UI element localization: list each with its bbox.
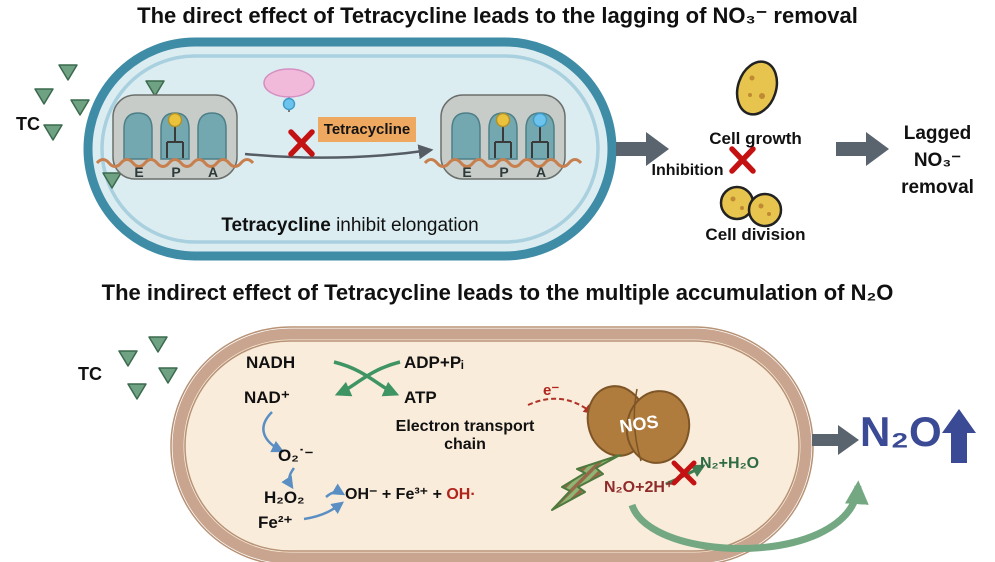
tetracycline-tag: Tetracycline — [318, 117, 416, 142]
tc-label-top: TC — [16, 114, 40, 134]
bottom-section-title: The indirect effect of Tetracycline lead… — [101, 280, 894, 305]
nos-enzyme — [586, 385, 691, 464]
ribosome-site-p: P — [499, 164, 509, 180]
h2o2-label: H₂O₂ — [264, 488, 305, 507]
nadh-label: NADH — [246, 353, 296, 372]
n2-h2o-label: N₂+H₂O — [700, 455, 760, 472]
ros-pathway-arrows — [262, 411, 346, 521]
tc-triangles-bottom — [118, 336, 178, 400]
coupled-reaction-arrows — [333, 360, 401, 397]
block-arrow-right-2 — [836, 132, 889, 166]
block-arrow-right-1 — [616, 132, 669, 166]
elongation-arrow — [244, 144, 434, 160]
n2o-escape-arrow — [628, 480, 869, 552]
nad-plus-label: NAD⁺ — [244, 388, 290, 407]
lagged-removal-label: Lagged NO₃⁻ removal — [880, 120, 995, 201]
p-site-trna-yellow — [495, 112, 511, 128]
inhibition-x-icon-n2o-reduction — [671, 460, 697, 486]
cell-growth-label: Cell growth — [709, 129, 802, 148]
ribosome-site-a: A — [207, 164, 219, 180]
caption-tetracycline: Tetracycline — [221, 215, 331, 236]
fenton-products-label: OH⁻ + Fe³⁺ + OH· — [345, 486, 476, 504]
inhibition-x-icon-elongation — [288, 129, 315, 157]
tc-triangles-top — [34, 64, 165, 189]
ribosome-site-p: P — [171, 164, 181, 180]
adp-pi-label: ADP+Pᵢ — [404, 353, 464, 372]
a-site-trna-blue — [532, 112, 548, 128]
n2o-accumulation-label: N₂O — [860, 408, 942, 455]
block-arrow-right-3 — [812, 425, 859, 455]
electron-transport-chain-label: Electron transport chain — [375, 418, 555, 455]
oxidative-damage-bolt-icon — [551, 454, 621, 511]
lagged-line-1: Lagged — [903, 123, 972, 144]
ribosome-site-e: E — [462, 164, 472, 180]
ribosome-right — [423, 93, 583, 181]
ribosome-site-a: A — [535, 164, 547, 180]
ribosome-left — [95, 93, 255, 181]
n2o-increase-arrow-icon — [942, 409, 976, 463]
fenton-products-black: OH⁻ + Fe³⁺ + — [345, 486, 447, 503]
n2o-2h-label: N₂O+2H⁺ — [604, 479, 674, 496]
etc-line-1: Electron transport — [395, 418, 535, 435]
inhibition-x-icon-growth — [729, 146, 756, 174]
blocked-aminoacyl-trna — [263, 68, 315, 112]
p-site-trna-yellow — [167, 112, 183, 128]
etc-line-2: chain — [444, 436, 486, 454]
growth-cell — [735, 60, 779, 116]
dividing-cells — [719, 185, 783, 228]
lagged-line-2: NO₃⁻ — [913, 150, 962, 171]
fe2-label: Fe²⁺ — [258, 513, 293, 532]
electron-label: e⁻ — [543, 382, 560, 399]
hydroxyl-radical-red: OH· — [446, 486, 476, 503]
top-section-title: The direct effect of Tetracycline leads … — [137, 3, 858, 28]
superoxide-label: O₂˙⁻ — [278, 446, 314, 465]
tc-label-bottom: TC — [78, 364, 102, 384]
electron-transfer-arrow — [527, 397, 594, 415]
atp-label: ATP — [404, 388, 437, 407]
cell-division-label: Cell division — [705, 225, 806, 244]
top-cell-caption: Tetracycline inhibit elongation — [150, 215, 550, 237]
inhibition-label: Inhibition — [651, 162, 724, 179]
caption-rest: inhibit elongation — [330, 215, 479, 236]
ribosome-site-e: E — [134, 164, 144, 180]
lagged-line-3: removal — [901, 177, 974, 198]
